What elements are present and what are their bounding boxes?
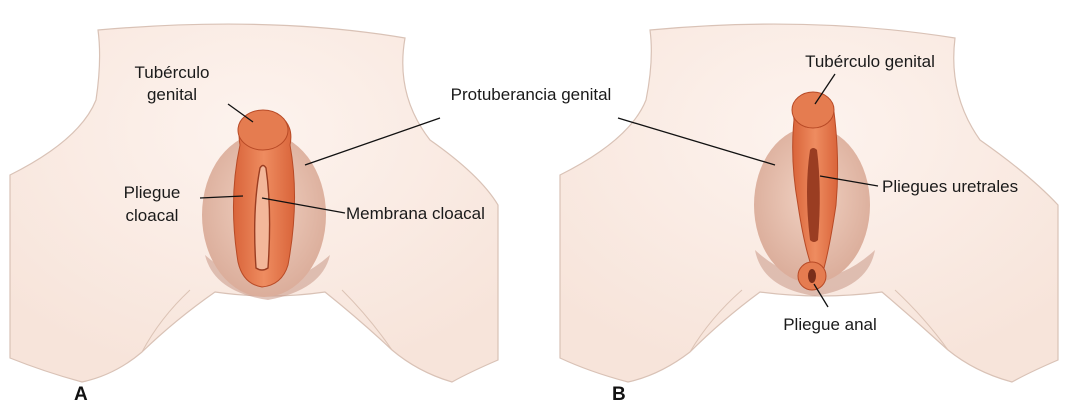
label-cloacal-membrane-a: Membrana cloacal: [346, 204, 485, 223]
label-cloacal-fold-a-line2: cloacal: [126, 206, 179, 225]
label-anal-fold-b: Pliegue anal: [783, 315, 877, 334]
urethral-groove-b: [807, 148, 820, 242]
label-genital-tubercle-b: Tubérculo genital: [805, 52, 935, 71]
label-cloacal-fold-a-line1: Pliegue: [124, 183, 181, 202]
genital-tubercle-b: [792, 92, 834, 128]
label-genital-tubercle-a-line2: genital: [147, 85, 197, 104]
label-genital-swelling: Protuberancia genital: [451, 85, 612, 104]
anus-opening-b: [808, 269, 816, 283]
label-urethral-folds-b: Pliegues uretrales: [882, 177, 1018, 196]
label-genital-tubercle-a-line1: Tubérculo: [135, 63, 210, 82]
panel-letter-b: B: [612, 384, 626, 405]
panel-letter-a: A: [74, 384, 88, 405]
